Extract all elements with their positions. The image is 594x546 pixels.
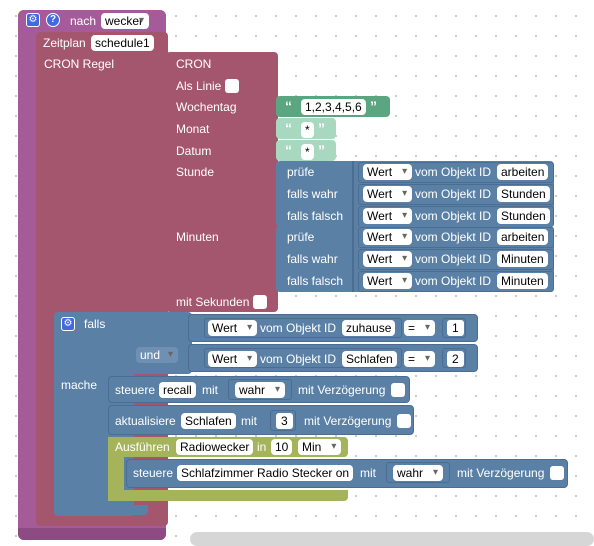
update1-delay-label: mit Verzögerung bbox=[304, 414, 392, 428]
hour-false-from-label: vom Objekt ID bbox=[415, 209, 492, 223]
control1-target-field[interactable]: recall bbox=[159, 382, 196, 398]
update1-target-field[interactable]: Schlafen bbox=[181, 413, 236, 429]
condition1-value-field[interactable]: 1 bbox=[447, 320, 464, 336]
minute-check-object-field[interactable]: arbeiten bbox=[497, 229, 549, 245]
control2-delay-checkbox[interactable] bbox=[550, 466, 564, 480]
condition2-from-label: vom Objekt ID bbox=[260, 352, 337, 366]
cron-title: CRON bbox=[176, 57, 212, 71]
horizontal-scrollbar[interactable] bbox=[190, 532, 594, 546]
weekday-label: Wochentag bbox=[176, 100, 237, 114]
gear-icon[interactable]: ⚙ bbox=[61, 317, 75, 331]
update1-label: aktualisiere bbox=[115, 414, 176, 428]
month-value-field[interactable]: * bbox=[301, 122, 314, 138]
minutes-label: Minuten bbox=[176, 230, 219, 244]
event-variable-dropdown[interactable]: wecker bbox=[101, 13, 150, 29]
condition2-value-dropdown[interactable]: Wert bbox=[208, 351, 258, 367]
event-label: nach bbox=[70, 14, 97, 28]
timeout-label: Ausführen bbox=[115, 440, 170, 454]
minute-ternary-divider bbox=[352, 226, 354, 292]
minute-false-from-label: vom Objekt ID bbox=[415, 274, 492, 288]
update1-with-label: mit bbox=[241, 414, 257, 428]
seconds-label: mit Sekunden bbox=[176, 295, 250, 309]
condition1-value-dropdown[interactable]: Wert bbox=[208, 320, 258, 336]
control2-value-dropdown[interactable]: wahr bbox=[393, 465, 444, 481]
as-line-checkbox[interactable] bbox=[225, 79, 239, 93]
weekday-value-field[interactable]: 1,2,3,4,5,6 bbox=[301, 99, 366, 115]
timeout-block-footer bbox=[108, 490, 348, 501]
hour-false-object-field[interactable]: Stunden bbox=[497, 208, 550, 224]
control1-delay-checkbox[interactable] bbox=[391, 383, 405, 397]
minute-check-value-dropdown[interactable]: Wert bbox=[363, 229, 413, 245]
quote-open-icon: “ bbox=[285, 120, 292, 136]
hour-ternary-divider bbox=[352, 161, 354, 227]
cron-rule-label: CRON Regel bbox=[44, 57, 115, 71]
control2-label: steuere bbox=[133, 466, 174, 480]
update1-block[interactable] bbox=[108, 405, 414, 435]
control1-label: steuere bbox=[115, 383, 156, 397]
control2-delay-label: mit Verzögerung bbox=[457, 466, 545, 480]
if-label: falls bbox=[84, 317, 106, 331]
minute-true-from-label: vom Objekt ID bbox=[415, 252, 492, 266]
minute-true-label: falls wahr bbox=[287, 252, 338, 266]
minute-false-object-field[interactable]: Minuten bbox=[497, 273, 548, 289]
and-dropdown[interactable]: und bbox=[136, 347, 179, 363]
hour-false-label: falls falsch bbox=[287, 209, 344, 223]
if-block-condition-column[interactable] bbox=[132, 312, 192, 374]
quote-close-icon: ” bbox=[318, 120, 325, 136]
condition1-operator-dropdown[interactable]: = bbox=[404, 320, 436, 336]
quote-open-icon: “ bbox=[285, 98, 292, 114]
month-label: Monat bbox=[176, 122, 210, 136]
control2-with-label: mit bbox=[360, 466, 376, 480]
schedule-name-field[interactable]: schedule1 bbox=[91, 35, 154, 51]
condition2-value-field[interactable]: 2 bbox=[447, 351, 464, 367]
hour-true-from-label: vom Objekt ID bbox=[415, 187, 492, 201]
condition1-from-label: vom Objekt ID bbox=[260, 321, 337, 335]
minute-false-value-dropdown[interactable]: Wert bbox=[363, 273, 413, 289]
date-value-field[interactable]: * bbox=[301, 144, 314, 160]
condition1-object-field[interactable]: zuhause bbox=[342, 320, 396, 336]
minute-true-value-dropdown[interactable]: Wert bbox=[363, 251, 413, 267]
hour-label: Stunde bbox=[176, 165, 215, 179]
hour-check-value-dropdown[interactable]: Wert bbox=[363, 164, 413, 180]
timeout-value-field[interactable]: 10 bbox=[271, 439, 293, 455]
help-icon[interactable]: ? bbox=[46, 13, 60, 27]
date-label: Datum bbox=[176, 144, 212, 158]
condition2-object-field[interactable]: Schlafen bbox=[342, 351, 397, 367]
timeout-name-field[interactable]: Radiowecker bbox=[176, 439, 254, 455]
hour-true-object-field[interactable]: Stunden bbox=[497, 186, 550, 202]
timeout-block-body[interactable] bbox=[108, 437, 124, 501]
control1-with-label: mit bbox=[202, 383, 218, 397]
gear-icon[interactable]: ⚙ bbox=[26, 13, 40, 27]
do-label: mache bbox=[61, 378, 98, 392]
seconds-checkbox[interactable] bbox=[253, 295, 267, 309]
schedule-footer bbox=[36, 516, 168, 526]
as-line-label: Als Linie bbox=[176, 79, 222, 93]
minute-true-object-field[interactable]: Minuten bbox=[497, 251, 548, 267]
schedule-label: Zeitplan bbox=[43, 36, 86, 50]
minute-false-label: falls falsch bbox=[287, 274, 344, 288]
hour-check-object-field[interactable]: arbeiten bbox=[497, 164, 549, 180]
control1-value-dropdown[interactable]: wahr bbox=[235, 382, 286, 398]
hour-true-label: falls wahr bbox=[287, 187, 338, 201]
if-block-footer bbox=[54, 505, 148, 515]
quote-close-icon: ” bbox=[318, 142, 325, 158]
control2-target-field[interactable]: Schlafzimmer Radio Stecker on bbox=[177, 465, 354, 481]
hour-false-value-dropdown[interactable]: Wert bbox=[363, 208, 413, 224]
minute-check-from-label: vom Objekt ID bbox=[415, 230, 492, 244]
update1-value-field[interactable]: 3 bbox=[276, 413, 293, 429]
hour-check-from-label: vom Objekt ID bbox=[415, 165, 492, 179]
event-block-footer bbox=[18, 528, 166, 540]
hour-check-label: prüfe bbox=[287, 165, 315, 179]
minute-check-label: prüfe bbox=[287, 230, 315, 244]
update1-delay-checkbox[interactable] bbox=[397, 414, 411, 428]
timeout-unit-dropdown[interactable]: Min bbox=[298, 439, 342, 455]
condition2-operator-dropdown[interactable]: = bbox=[404, 351, 436, 367]
timeout-in-label: in bbox=[257, 440, 267, 454]
quote-close-icon: ” bbox=[370, 98, 377, 114]
cron-block[interactable] bbox=[166, 52, 278, 312]
control1-delay-label: mit Verzögerung bbox=[298, 383, 386, 397]
quote-open-icon: “ bbox=[285, 142, 292, 158]
hour-true-value-dropdown[interactable]: Wert bbox=[363, 186, 413, 202]
